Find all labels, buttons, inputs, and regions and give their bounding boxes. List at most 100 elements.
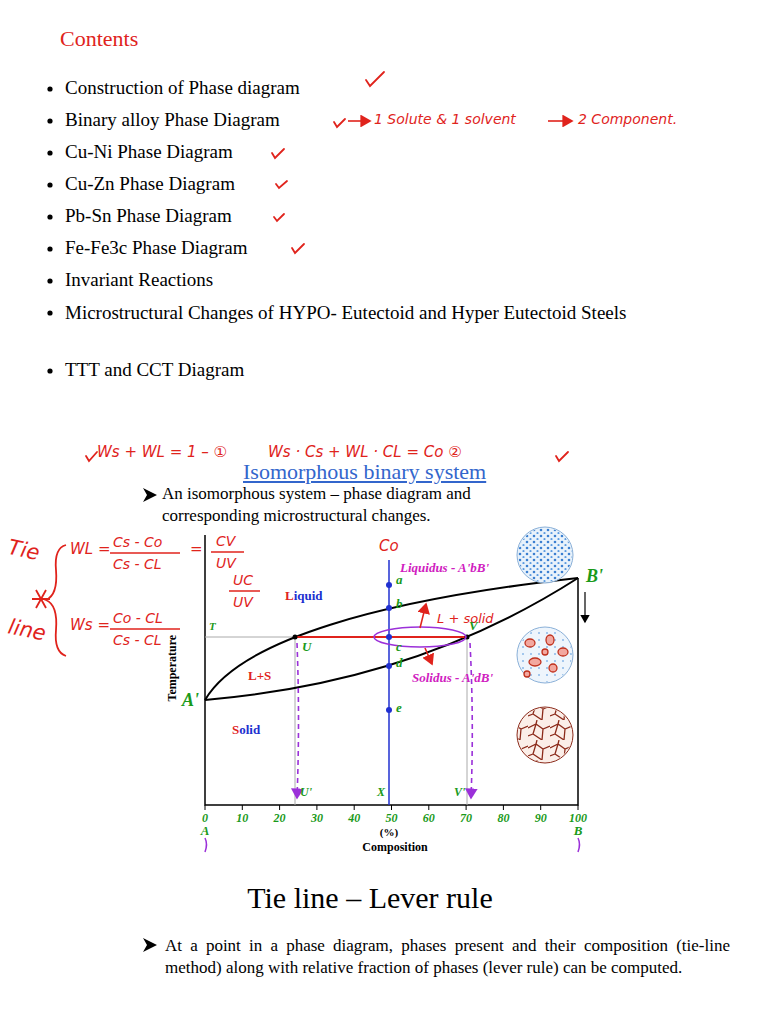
microstructure: [518, 628, 572, 682]
axis-tick-label: 30: [311, 811, 323, 825]
bullet-dot: [47, 86, 52, 373]
bullet-dot: [47, 278, 52, 283]
contents-item: Construction of Phase diagram: [65, 77, 300, 100]
end-label: A: [201, 823, 210, 839]
section-heading: Isomorphous binary system: [243, 459, 486, 485]
microstructure: [525, 639, 535, 647]
check-mark: [276, 181, 287, 188]
formula-text: Ws =: [70, 616, 110, 634]
region-note: L + solid: [437, 611, 494, 627]
arrow-bullet: [143, 488, 157, 502]
point-label: U: [302, 639, 311, 655]
fraction-bar: [110, 628, 180, 630]
microstructure: [558, 648, 568, 656]
point-label: d: [396, 655, 403, 671]
slide-title: Contents: [60, 26, 138, 52]
formula-text: =: [190, 540, 203, 558]
axis-tick-label: 50: [386, 811, 398, 825]
bullet-dot: [47, 246, 52, 251]
end-label: B: [574, 823, 583, 839]
region-label: L+S: [248, 668, 271, 684]
microstructure: [517, 527, 573, 763]
phase-diagram: [386, 663, 392, 669]
fraction-denominator: Cs - CL: [113, 556, 162, 573]
microstructure: [524, 635, 568, 677]
bullet-dot: [47, 214, 52, 219]
bullet-dot: [47, 150, 52, 155]
bullet-dot: [47, 310, 52, 315]
axis-tick-label: 40: [348, 811, 360, 825]
fraction-numerator: CV: [216, 533, 235, 550]
bullet-dot: [47, 118, 52, 123]
brace: [32, 590, 50, 608]
phase-diagram: [578, 838, 580, 852]
phase-diagram: [388, 560, 390, 805]
microstructure: [517, 527, 573, 583]
microstructure: [517, 627, 573, 683]
phase-diagram: [386, 605, 392, 611]
fraction-denominator: Cs - CL: [113, 632, 162, 649]
phase-diagram: [293, 635, 298, 640]
contents-item: Microstructural Changes of HYPO- Eutecto…: [65, 301, 715, 325]
annotation-arrow: [548, 120, 572, 122]
brace: [46, 545, 66, 656]
point-label: c: [396, 639, 402, 655]
microstructure: [518, 708, 572, 762]
formula-text: WL =: [70, 540, 111, 558]
phase-diagram: [386, 634, 392, 640]
check-mark: [292, 244, 304, 253]
point-label: a: [396, 572, 403, 588]
fraction-bar: [229, 590, 260, 592]
phase-diagram: [205, 838, 207, 852]
axis-unit: (%): [380, 826, 398, 839]
check-mark: [274, 214, 284, 221]
bullet-dot: [47, 182, 52, 187]
phase-diagram: [374, 627, 466, 647]
phase-diagram: [205, 578, 578, 700]
axis-tick-label: 60: [423, 811, 435, 825]
phase-diagram: [293, 635, 470, 640]
bullet-dot: [47, 86, 52, 91]
handwritten-equation: Ws + WL = 1 – ①: [97, 443, 227, 461]
phase-diagram: [205, 535, 578, 805]
contents-item: Cu-Ni Phase Diagram: [65, 141, 233, 164]
microstructure: [517, 707, 573, 763]
phase-diagram: [295, 636, 467, 638]
point-label: X: [377, 785, 385, 799]
check-mark: [272, 149, 284, 158]
check-mark: [366, 72, 384, 86]
phase-diagram: [425, 648, 432, 664]
check-mark: [86, 72, 568, 461]
annotation-arrow: [348, 120, 370, 122]
fraction-numerator: UC: [233, 572, 253, 589]
contents-item: TTT and CCT Diagram: [65, 359, 244, 382]
phase-diagram: [386, 582, 392, 713]
point-label: U': [300, 785, 312, 799]
point-label: T: [209, 620, 216, 633]
handwritten-note: 1 Solute & 1 solvent: [374, 111, 516, 128]
phase-diagram: [470, 643, 472, 798]
contents-item: Cu-Zn Phase Diagram: [65, 173, 235, 196]
microstructure: [529, 658, 541, 666]
phase-diagram: [205, 578, 578, 700]
phase-diagram: [584, 592, 585, 622]
region-label: Liquid: [285, 588, 323, 604]
section-heading: Tie line – Lever rule: [247, 880, 493, 916]
point-label: V: [469, 618, 478, 634]
curve-label: Liquidus - A'bB': [400, 560, 489, 576]
phase-diagram: [420, 604, 426, 628]
contents-item: Invariant Reactions: [65, 269, 213, 292]
axis-tick-label: 90: [535, 811, 547, 825]
curve-label: Solidus - A'dB': [412, 670, 493, 686]
axis-title: Temperature: [165, 635, 179, 702]
microstructure: [524, 671, 530, 677]
fraction-denominator: UV: [233, 594, 253, 611]
point-label: B': [586, 566, 603, 588]
phase-diagram: [205, 535, 585, 852]
microstructure: [546, 635, 554, 645]
contents-item: Pb-Sn Phase Diagram: [65, 205, 232, 228]
region-label: Solid: [232, 722, 260, 738]
check-mark: [334, 119, 345, 127]
axis-title: Composition: [362, 840, 427, 854]
point-label: e: [396, 700, 402, 716]
